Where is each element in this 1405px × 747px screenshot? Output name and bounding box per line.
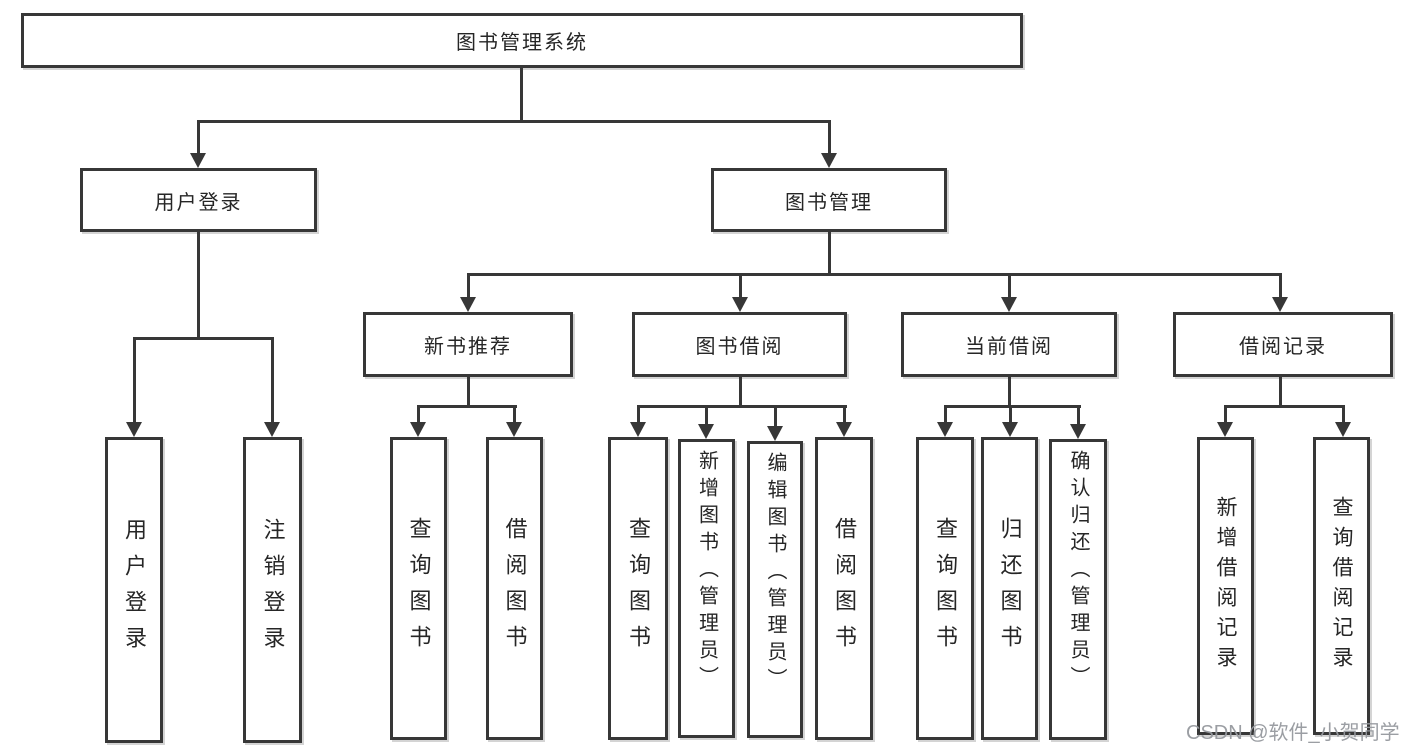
leaf-borrow-books-borrowing: 借阅图书 xyxy=(815,437,873,740)
connector-to-cb-query xyxy=(944,405,947,423)
arrow-down-icon xyxy=(190,153,206,168)
node-label: 归还图书 xyxy=(997,516,1023,661)
connector-to-user-login xyxy=(197,120,200,154)
connector-to-nbr-borrow xyxy=(513,405,516,423)
connector-user-login-trunk xyxy=(133,337,274,340)
connector-book-mgmt-trunk xyxy=(467,273,1282,276)
node-label: 查询借阅记录 xyxy=(1330,496,1353,676)
leaf-return-books: 归还图书 xyxy=(981,437,1038,740)
arrow-down-icon xyxy=(410,422,426,437)
connector-to-bb-edit xyxy=(774,405,777,427)
node-label: 借阅图书 xyxy=(832,516,857,661)
connector-bb-trunk xyxy=(637,405,847,408)
connector-to-leaf-login xyxy=(133,337,136,423)
leaf-edit-books-admin: 编辑图书（管理员） xyxy=(747,441,803,738)
node-label: 图书管理 xyxy=(785,191,873,214)
node-user-login: 用户登录 xyxy=(80,168,317,232)
connector-to-cb-confirm xyxy=(1077,405,1080,425)
leaf-confirm-return-admin: 确认归还（管理员） xyxy=(1049,439,1107,740)
node-label: 用户登录 xyxy=(122,518,147,662)
connector-to-current-borrow xyxy=(1008,273,1011,298)
node-label: 图书管理系统 xyxy=(456,32,588,54)
connector-cb-stem xyxy=(1008,377,1011,405)
connector-br-stem xyxy=(1279,377,1282,405)
arrow-down-icon xyxy=(1272,297,1288,312)
connector-to-bb-add xyxy=(705,405,708,425)
connector-user-login-stem xyxy=(197,232,200,337)
connector-to-new-book-rec xyxy=(467,273,470,298)
connector-nbr-stem xyxy=(467,377,470,405)
node-book-management: 图书管理 xyxy=(711,168,947,232)
leaf-user-login: 用户登录 xyxy=(105,437,163,743)
connector-to-book-mgmt xyxy=(828,120,831,154)
leaf-add-books-admin: 新增图书（管理员） xyxy=(678,439,735,738)
connector-to-leaf-logout xyxy=(271,337,274,423)
arrow-down-icon xyxy=(767,426,783,441)
node-library-management-system: 图书管理系统 xyxy=(21,13,1023,68)
arrow-down-icon xyxy=(1002,422,1018,437)
connector-cb-trunk xyxy=(944,405,1081,408)
connector-to-br-add xyxy=(1224,405,1227,423)
connector-to-br-query xyxy=(1342,405,1345,423)
node-label: 新增借阅记录 xyxy=(1214,496,1237,676)
node-borrow-records: 借阅记录 xyxy=(1173,312,1393,377)
node-book-borrowing: 图书借阅 xyxy=(632,312,847,377)
node-label: 借阅记录 xyxy=(1239,336,1327,358)
node-label: 查询图书 xyxy=(626,516,651,661)
leaf-query-books-current: 查询图书 xyxy=(916,437,974,740)
arrow-down-icon xyxy=(264,422,280,437)
arrow-down-icon xyxy=(506,422,522,437)
node-label: 图书借阅 xyxy=(695,336,784,358)
arrow-down-icon xyxy=(698,424,714,439)
arrow-down-icon xyxy=(1001,297,1017,312)
leaf-query-borrow-record: 查询借阅记录 xyxy=(1313,437,1370,735)
node-label: 查询图书 xyxy=(933,516,958,661)
connector-to-bb-query xyxy=(637,405,640,423)
arrow-down-icon xyxy=(937,422,953,437)
connector-to-borrow-records xyxy=(1279,273,1282,298)
node-label: 注销登录 xyxy=(260,518,286,662)
node-label: 借阅图书 xyxy=(502,516,528,661)
node-label: 确认归还（管理员） xyxy=(1067,450,1089,693)
node-label: 当前借阅 xyxy=(965,336,1053,358)
node-label: 新书推荐 xyxy=(424,336,512,358)
leaf-add-borrow-record: 新增借阅记录 xyxy=(1197,437,1254,735)
node-label: 用户登录 xyxy=(154,191,243,214)
node-label: 编辑图书（管理员） xyxy=(764,452,786,695)
arrow-down-icon xyxy=(630,422,646,437)
arrow-down-icon xyxy=(1070,424,1086,439)
arrow-down-icon xyxy=(126,422,142,437)
arrow-down-icon xyxy=(836,422,852,437)
connector-to-nbr-query xyxy=(417,405,420,423)
connector-to-cb-return xyxy=(1009,405,1012,423)
node-current-borrowing: 当前借阅 xyxy=(901,312,1117,377)
node-new-book-recommend: 新书推荐 xyxy=(363,312,573,377)
arrow-down-icon xyxy=(460,297,476,312)
leaf-borrow-books-recommend: 借阅图书 xyxy=(486,437,543,740)
connector-root-stem xyxy=(520,68,523,120)
connector-to-book-borrow xyxy=(739,273,742,298)
leaf-logout: 注销登录 xyxy=(243,437,302,743)
connector-to-bb-borrow xyxy=(843,405,846,423)
node-label: 查询图书 xyxy=(406,516,432,661)
connector-root-trunk xyxy=(197,120,831,123)
arrow-down-icon xyxy=(1217,422,1233,437)
csdn-watermark: CSDN @软件_小贺同学 xyxy=(1186,722,1400,744)
leaf-query-books-borrowing: 查询图书 xyxy=(608,437,668,740)
node-label: 新增图书（管理员） xyxy=(695,450,718,693)
arrow-down-icon xyxy=(821,153,837,168)
leaf-query-books-recommend: 查询图书 xyxy=(390,437,447,740)
arrow-down-icon xyxy=(1335,422,1351,437)
connector-book-mgmt-stem xyxy=(828,232,831,273)
arrow-down-icon xyxy=(732,297,748,312)
connector-br-trunk xyxy=(1224,405,1345,408)
connector-bb-stem xyxy=(739,377,742,405)
connector-nbr-trunk xyxy=(417,405,517,408)
